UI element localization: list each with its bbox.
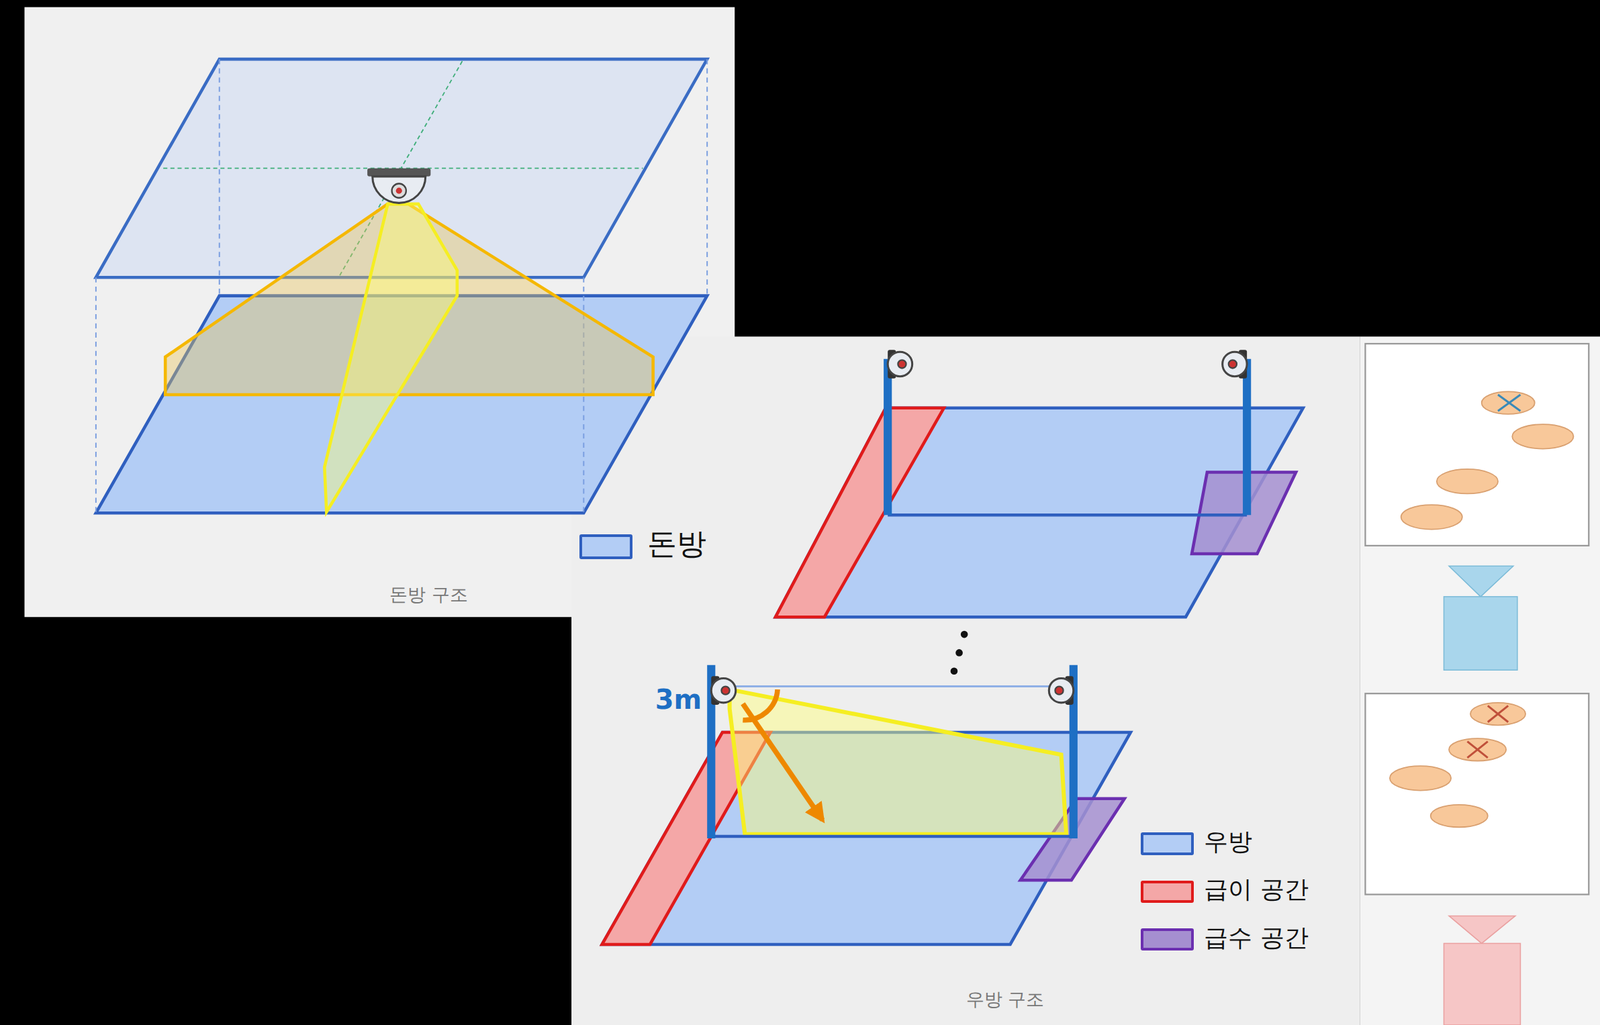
legend-swatch	[579, 534, 633, 559]
panel-caption: 돈방 구조	[389, 584, 468, 605]
legend-swatch	[1140, 880, 1194, 904]
legend-swatch	[1140, 928, 1194, 951]
panel-caption: 우방 구조	[966, 989, 1045, 1010]
legend-swatch	[1140, 832, 1194, 855]
legend-text: 급수 공간	[1203, 924, 1308, 952]
legend-text: 우방	[1203, 828, 1253, 856]
legend-text: 돈방	[647, 527, 707, 560]
legend-text: 급이 공간	[1203, 876, 1308, 904]
dimension-label: 3m	[655, 684, 703, 715]
